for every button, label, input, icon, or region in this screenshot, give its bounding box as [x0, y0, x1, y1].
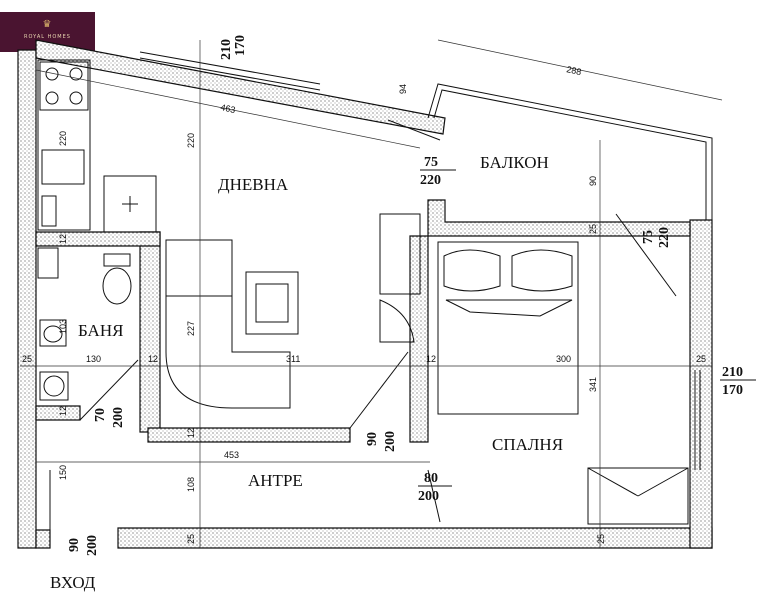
wall-bath-top: [35, 231, 161, 247]
dim-living-length: 227: [186, 321, 196, 336]
dim-bath-wall-top: 12: [58, 234, 68, 244]
bedroom-door-width: 90: [365, 432, 380, 446]
toilet: [102, 267, 132, 305]
wall-top: [35, 39, 446, 135]
right-window-width: 210: [722, 365, 743, 380]
dim-bath-width: 130: [86, 354, 101, 364]
room-label-hall: АНТРЕ: [248, 471, 303, 490]
dim-wall-living-bottom: 12: [186, 428, 196, 438]
living-furniture: [165, 213, 421, 409]
stove: [39, 61, 89, 111]
sofa: [165, 239, 291, 409]
tv-unit: [379, 213, 421, 295]
room-label-entrance: ВХОД: [50, 573, 96, 592]
dim-wall-bottom-right: 25: [596, 534, 606, 544]
dim-wall-mid2: 12: [426, 354, 436, 364]
dim-hall-width: 453: [224, 450, 239, 460]
dim-balcony-depth: 94: [398, 84, 408, 94]
coffee-table: [245, 271, 299, 335]
armchair: [379, 299, 415, 343]
bed: [437, 241, 579, 415]
wall-right: [689, 219, 713, 549]
outer-walls: [17, 39, 713, 549]
washbasin: [39, 319, 67, 347]
dim-wall-right: 25: [696, 354, 706, 364]
dim-bedroom-width: 300: [556, 354, 571, 364]
dim-bath-wall-bottom: 12: [58, 406, 68, 416]
dim-balcony-length: 288: [566, 64, 583, 77]
dim-hall-depth: 108: [186, 477, 196, 492]
dim-living-width: 311: [286, 354, 300, 364]
room-label-living: ДНЕВНА: [218, 175, 289, 194]
dim-kitchen-length: 220: [58, 131, 68, 146]
dim-hall-left: 150: [58, 465, 68, 480]
balcony-side-door-width: 75: [641, 230, 656, 244]
wall-bath-right: [139, 231, 161, 433]
hall-door-width: 80: [424, 471, 438, 486]
room-label-bathroom: БАНЯ: [78, 321, 123, 340]
boiler: [39, 371, 69, 401]
kitchen-unit: [37, 59, 157, 233]
dimension-lines: [20, 39, 723, 548]
wall-left: [17, 49, 37, 549]
dim-balcony-height: 90: [588, 176, 598, 186]
balcony-door-height: 220: [420, 173, 441, 188]
top-window-height: 170: [233, 35, 248, 56]
balcony-railing: [427, 83, 713, 220]
bathroom-fixtures: [37, 247, 132, 401]
wall-bottom: [117, 527, 713, 549]
dim-wall-left: 25: [22, 354, 32, 364]
wall-bedroom-left: [409, 235, 429, 443]
brand-name: ROYAL HOMES: [24, 34, 71, 40]
entry-door-height: 200: [85, 535, 100, 556]
sink: [41, 149, 85, 185]
entry-door-width: 90: [67, 538, 82, 552]
balcony-door-width: 75: [424, 155, 438, 170]
bedroom-door-height: 200: [383, 431, 398, 452]
dim-bedroom-wall-top: 25: [588, 224, 598, 234]
room-label-balcony: БАЛКОН: [480, 153, 549, 172]
wardrobe: [587, 467, 689, 525]
dim-living-depth: 220: [186, 133, 196, 148]
dim-bath-length: 103: [58, 319, 68, 334]
wall-living-bottom: [147, 427, 351, 443]
bath-door-width: 70: [93, 408, 108, 422]
bedroom-furniture: [437, 241, 689, 525]
doors: [49, 119, 677, 545]
room-label-bedroom: СПАЛНЯ: [492, 435, 563, 454]
top-window-width: 210: [219, 39, 234, 60]
right-window-height: 170: [722, 383, 743, 398]
dim-living-diagonal: 463: [220, 102, 237, 115]
fridge: [103, 175, 157, 233]
wall-bottom-left: [35, 529, 51, 549]
bath-door-height: 200: [111, 407, 126, 428]
windows: [139, 51, 701, 470]
dim-bedroom-depth: 341: [588, 377, 598, 392]
dim-wall-mid1: 12: [148, 354, 158, 364]
balcony-side-door-height: 220: [657, 227, 672, 248]
dim-wall-bottom-left: 25: [186, 534, 196, 544]
crown-icon: ♛: [42, 19, 52, 30]
hall-door-height: 200: [418, 489, 439, 504]
